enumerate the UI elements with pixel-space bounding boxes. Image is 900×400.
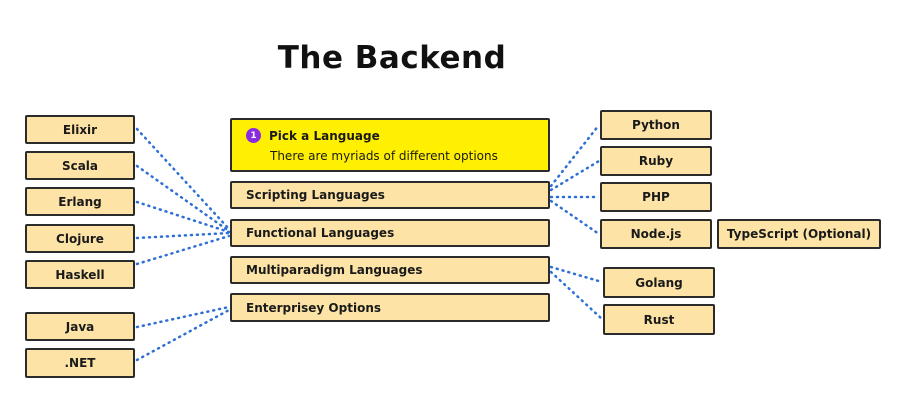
node-nodejs[interactable]: Node.js (600, 219, 712, 249)
step-heading: Pick a Language (269, 128, 380, 143)
node-haskell[interactable]: Haskell (25, 260, 135, 289)
node-python[interactable]: Python (600, 110, 712, 140)
node-golang[interactable]: Golang (603, 267, 715, 298)
connector-scala-to-functional (135, 164, 231, 233)
node-rust[interactable]: Rust (603, 304, 715, 335)
node-java[interactable]: Java (25, 312, 135, 341)
node-elixir[interactable]: Elixir (25, 115, 135, 144)
node-erlang[interactable]: Erlang (25, 187, 135, 216)
connector-scripting-to-nodejs (549, 199, 601, 236)
connector-java-to-enterprise (135, 305, 231, 329)
connector-scripting-to-python (549, 123, 601, 188)
connector-clojure-to-functional (135, 231, 231, 240)
step-description: There are myriads of different options (270, 149, 498, 163)
connector-erlang-to-functional (135, 200, 231, 234)
connector-dotnet-to-enterprise (135, 308, 231, 362)
node-functional-languages[interactable]: Functional Languages (230, 219, 550, 247)
connector-haskell-to-functional (135, 234, 231, 266)
node-enterprisey-options[interactable]: Enterprisey Options (230, 293, 550, 322)
node-dotnet[interactable]: .NET (25, 348, 135, 378)
connector-multiparadigm-to-rust (549, 270, 604, 321)
node-scripting-languages[interactable]: Scripting Languages (230, 181, 550, 209)
step-number-badge: 1 (246, 128, 261, 143)
node-multiparadigm-languages[interactable]: Multiparadigm Languages (230, 256, 550, 284)
node-clojure[interactable]: Clojure (25, 224, 135, 253)
node-ruby[interactable]: Ruby (600, 146, 712, 176)
connector-elixir-to-functional (135, 127, 231, 231)
diagram-title: The Backend (277, 40, 507, 76)
step-pick-a-language[interactable]: 1 Pick a Language There are myriads of d… (230, 118, 550, 172)
node-php[interactable]: PHP (600, 182, 712, 212)
node-typescript[interactable]: TypeScript (Optional) (717, 219, 881, 249)
node-scala[interactable]: Scala (25, 151, 135, 180)
